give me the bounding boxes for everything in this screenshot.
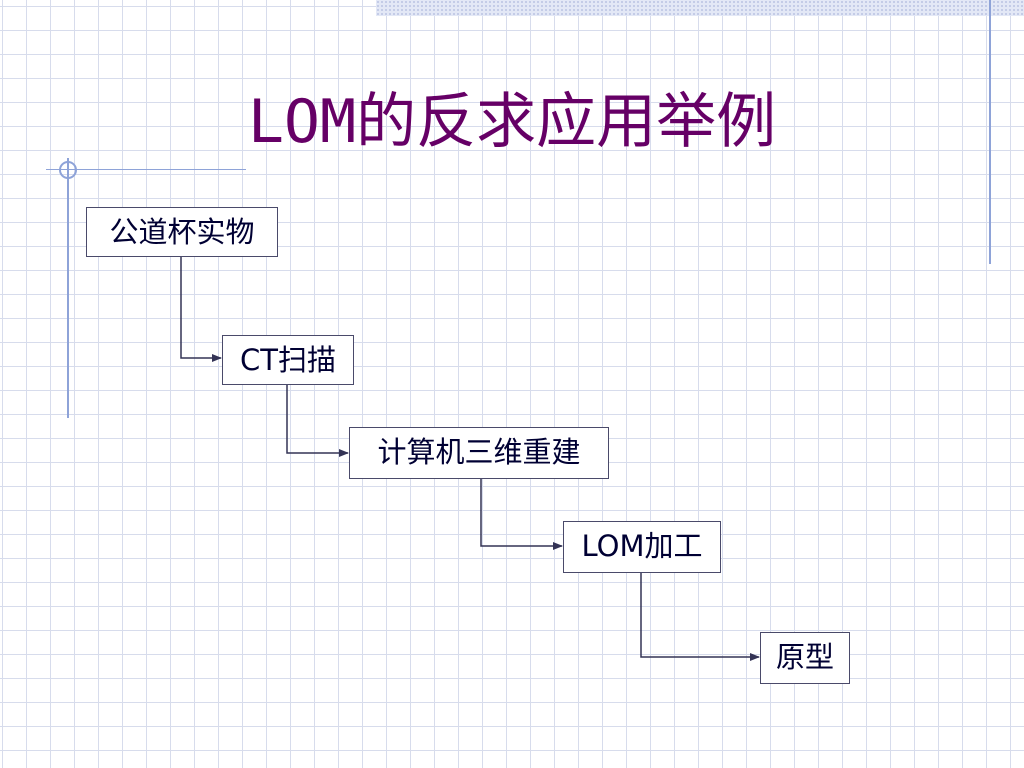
corner-ring-ornament [59, 161, 77, 179]
flow-step-prototype: 原型 [760, 632, 850, 684]
flow-step-3d-reconstruction: 计算机三维重建 [349, 427, 609, 479]
left-horizontal-rule [46, 169, 246, 170]
connector-2-to-3 [286, 385, 349, 457]
connector-4-to-5 [640, 573, 760, 661]
connector-3-to-4 [480, 479, 563, 550]
right-vertical-rule [989, 0, 991, 264]
flow-step-ct-scan: CT扫描 [222, 335, 354, 385]
flow-step-cup-object: 公道杯实物 [86, 207, 278, 257]
flow-step-lom-processing: LOM加工 [563, 521, 721, 573]
slide-title: LOM的反求应用举例 [247, 87, 777, 157]
connector-1-to-2 [180, 257, 222, 362]
header-pattern-band [376, 0, 1024, 16]
left-vertical-rule [67, 158, 69, 418]
